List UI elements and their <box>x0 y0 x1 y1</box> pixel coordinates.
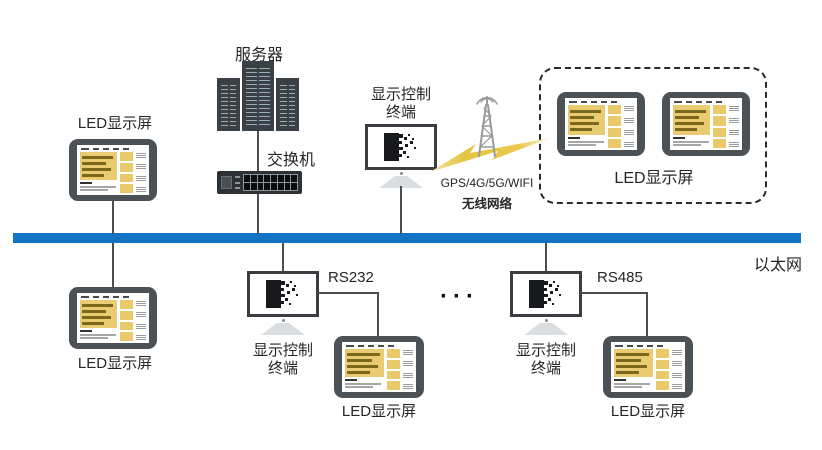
server-label: 服务器 <box>234 47 283 64</box>
connection-line <box>112 243 114 288</box>
led-screen <box>611 342 685 392</box>
connection-line <box>580 292 648 294</box>
connection-line <box>257 131 259 172</box>
control-terminal-icon <box>510 271 582 335</box>
led-display-icon <box>334 336 424 398</box>
terminal-label-right: 显示控制 终端 <box>515 342 576 377</box>
wireless-name-label: 无线网络 <box>461 197 512 211</box>
led-screen <box>670 98 742 150</box>
led-screen <box>342 342 416 392</box>
connection-line <box>646 292 648 338</box>
monitor-stand <box>524 323 568 335</box>
switch-icon <box>217 171 302 194</box>
ellipsis-icon: ··· <box>440 283 479 310</box>
terminal-screen <box>247 271 319 317</box>
led-display-icon <box>662 92 750 156</box>
connection-line <box>377 292 379 338</box>
terminal-screen <box>510 271 582 317</box>
rs485-label: RS485 <box>597 269 643 286</box>
ethernet-label: 以太网 <box>753 257 802 274</box>
led-label-top-left: LED显示屏 <box>77 115 153 132</box>
control-terminal-icon <box>247 271 319 335</box>
led-screen <box>77 145 149 195</box>
camera-dot <box>544 319 548 322</box>
lightning-icon <box>430 138 550 172</box>
led-display-icon <box>603 336 693 398</box>
connection-line <box>112 200 114 234</box>
connection-line <box>282 243 284 272</box>
pixel-logo-icon <box>266 280 298 308</box>
server-icon <box>217 61 299 131</box>
connection-line <box>317 292 379 294</box>
wireless-tech-label: GPS/4G/5G/WIFI <box>440 176 534 190</box>
led-group-box <box>539 67 767 204</box>
led-screen <box>565 98 637 150</box>
pixel-logo-icon <box>529 280 561 308</box>
led-display-icon <box>69 139 157 201</box>
led-label-bottom-left: LED显示屏 <box>77 355 153 372</box>
rs232-label: RS232 <box>328 269 374 286</box>
led-label-bottom-right: LED显示屏 <box>610 403 686 420</box>
control-terminal-icon <box>365 124 437 188</box>
camera-dot <box>281 319 285 322</box>
led-screen <box>77 293 149 343</box>
led-label-bottom-middle: LED显示屏 <box>341 403 417 420</box>
led-display-icon <box>557 92 645 156</box>
led-label-group: LED显示屏 <box>614 170 694 187</box>
camera-dot <box>399 172 403 175</box>
monitor-stand <box>261 323 305 335</box>
antenna-tower-icon <box>476 96 498 157</box>
led-display-icon <box>69 287 157 349</box>
terminal-label-middle: 显示控制 终端 <box>252 342 313 377</box>
pixel-logo-icon <box>384 133 416 161</box>
terminal-screen <box>365 124 437 170</box>
connection-line <box>257 194 259 234</box>
connection-line <box>545 243 547 272</box>
connection-line <box>400 186 402 234</box>
switch-ports <box>243 174 298 191</box>
switch-label: 交换机 <box>267 152 316 169</box>
terminal-label-top: 显示控制 终端 <box>370 86 431 121</box>
ethernet-bus <box>13 233 801 243</box>
